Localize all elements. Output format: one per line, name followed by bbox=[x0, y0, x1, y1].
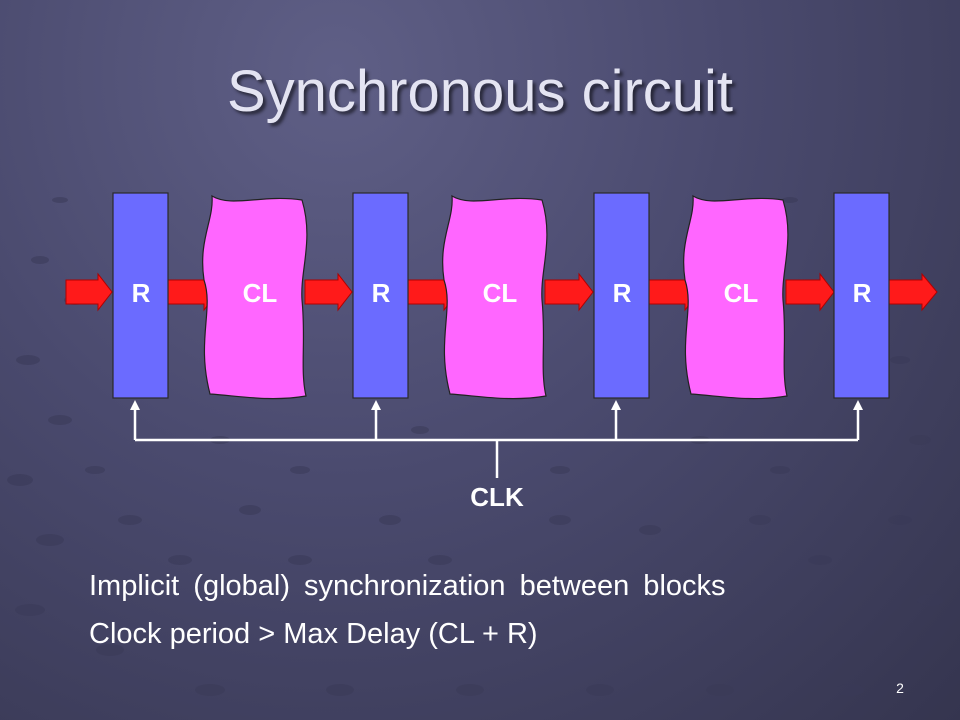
slide-title: Synchronous circuit bbox=[226, 59, 734, 124]
register-block-2 bbox=[352, 192, 409, 399]
combinational-logic-block-1 bbox=[202, 194, 308, 400]
logic-label-2: CL bbox=[483, 278, 518, 308]
output-arrow bbox=[888, 272, 938, 312]
register-label-3: R bbox=[613, 278, 632, 308]
input-arrow bbox=[65, 272, 113, 312]
clock-network bbox=[133, 406, 860, 478]
register-block-1 bbox=[112, 192, 169, 399]
register-block-4 bbox=[833, 192, 890, 399]
caption-line-1: Implicit (global) synchronization betwee… bbox=[89, 570, 726, 602]
caption-line-2: Clock period > Max Delay (CL + R) bbox=[89, 618, 538, 650]
register-block-3 bbox=[593, 192, 650, 399]
clock-arrowhead-4 bbox=[853, 400, 863, 410]
register-label-4: R bbox=[853, 278, 872, 308]
arrow-cl1-to-r2 bbox=[304, 272, 353, 312]
clock-arrowhead-3 bbox=[611, 400, 621, 410]
slide-number: 2 bbox=[896, 680, 904, 696]
register-label-2: R bbox=[372, 278, 391, 308]
clock-arrowhead-2 bbox=[371, 400, 381, 410]
arrow-cl2-to-r3 bbox=[544, 272, 594, 312]
register-label-1: R bbox=[132, 278, 151, 308]
combinational-logic-block-3 bbox=[683, 194, 789, 400]
clock-label: CLK bbox=[470, 482, 524, 512]
logic-label-1: CL bbox=[243, 278, 278, 308]
arrow-cl3-to-r4 bbox=[785, 272, 835, 312]
logic-label-3: CL bbox=[724, 278, 759, 308]
combinational-logic-block-2 bbox=[442, 194, 548, 400]
clock-arrowhead-1 bbox=[130, 400, 140, 410]
